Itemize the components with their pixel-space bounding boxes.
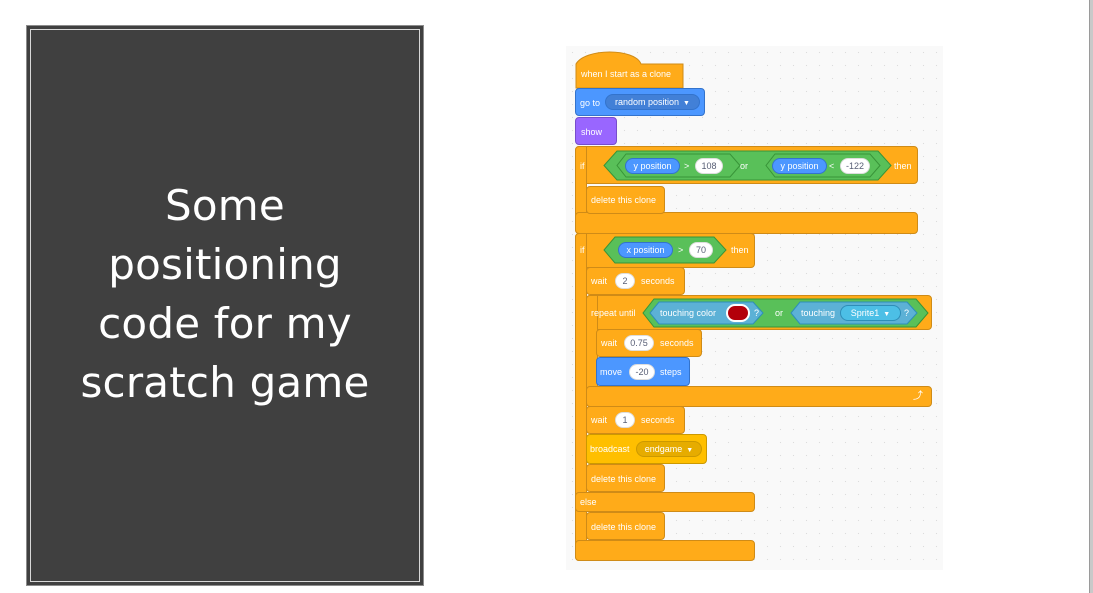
wait-block-1[interactable]	[586, 267, 685, 295]
then-label-2: then	[731, 245, 749, 255]
touching-color-label: touching color	[660, 308, 717, 318]
wait-block-3[interactable]	[586, 406, 685, 434]
op-gt-2: >	[678, 245, 684, 255]
wait-unit-2: seconds	[660, 338, 694, 348]
value-neg-122[interactable]: -122	[840, 158, 870, 174]
wait-unit-3: seconds	[641, 415, 675, 425]
op-lt: <	[829, 161, 835, 171]
go-to-target-text: random position	[615, 97, 680, 107]
scratch-code-image: when I start as a clone go to random pos…	[566, 46, 943, 570]
x-position-reporter[interactable]: x position	[618, 242, 673, 258]
delete-clone-label-1: delete this clone	[591, 195, 657, 205]
move-unit: steps	[660, 367, 682, 377]
show-block[interactable]	[575, 117, 617, 145]
if-keyword-2: if	[580, 245, 585, 255]
title-panel-frame: Some positioning code for my scratch gam…	[30, 29, 420, 582]
wait-unit-1: seconds	[641, 276, 675, 286]
show-label: show	[581, 127, 603, 137]
broadcast-label: broadcast	[590, 444, 630, 454]
dropdown-caret-icon: ▼	[686, 447, 694, 454]
touching-label: touching	[801, 308, 836, 318]
go-to-label: go to	[580, 98, 601, 108]
or-label: or	[740, 161, 749, 171]
if-keyword: if	[580, 161, 585, 171]
y-position-reporter-2[interactable]: y position	[772, 158, 827, 174]
or-label-2: or	[775, 308, 784, 318]
delete-this-clone-block-2[interactable]	[586, 464, 665, 492]
wait-label-1: wait	[591, 276, 608, 286]
delete-clone-label-2: delete this clone	[591, 474, 657, 484]
title-panel: Some positioning code for my scratch gam…	[26, 25, 424, 586]
delete-this-clone-block-1[interactable]	[586, 186, 665, 214]
delete-clone-label-3: delete this clone	[591, 522, 657, 532]
op-gt: >	[684, 161, 690, 171]
else-label: else	[580, 497, 597, 507]
value-70[interactable]: 70	[689, 242, 713, 258]
repeat-until-block-footer	[586, 386, 932, 407]
y-position-reporter[interactable]: y position	[625, 158, 680, 174]
wait-value-075[interactable]: 0.75	[624, 335, 654, 351]
if-else-block-footer	[575, 540, 755, 561]
else-section	[575, 492, 755, 512]
then-label: then	[894, 161, 912, 171]
wait-label-2: wait	[601, 338, 618, 348]
touching-color-suffix: ?	[754, 308, 760, 318]
touching-target-text: Sprite1	[850, 308, 880, 318]
wait-label-3: wait	[591, 415, 608, 425]
repeat-until-label: repeat until	[591, 308, 636, 318]
broadcast-message-text: endgame	[644, 444, 683, 454]
delete-this-clone-block-3[interactable]	[586, 512, 665, 540]
hat-block[interactable]	[575, 50, 685, 90]
hat-label: when I start as a clone	[581, 69, 672, 79]
wait-value-2[interactable]: 2	[615, 273, 635, 289]
touching-target-menu[interactable]: Sprite1▼	[840, 305, 901, 321]
value-108[interactable]: 108	[695, 158, 723, 174]
color-swatch[interactable]	[726, 304, 750, 322]
move-label: move	[600, 367, 623, 377]
loop-arrow-icon: ⤴	[913, 391, 923, 402]
dropdown-caret-icon: ▼	[883, 311, 891, 318]
if-block-footer	[575, 212, 918, 234]
move-value[interactable]: -20	[629, 364, 655, 380]
touching-suffix: ?	[904, 308, 910, 318]
broadcast-message-menu[interactable]: endgame▼	[636, 441, 702, 457]
wait-value-1[interactable]: 1	[615, 412, 635, 428]
slide-title: Some positioning code for my scratch gam…	[80, 180, 370, 407]
go-to-target-menu[interactable]: random position▼	[605, 94, 700, 110]
dropdown-caret-icon: ▼	[683, 100, 690, 107]
